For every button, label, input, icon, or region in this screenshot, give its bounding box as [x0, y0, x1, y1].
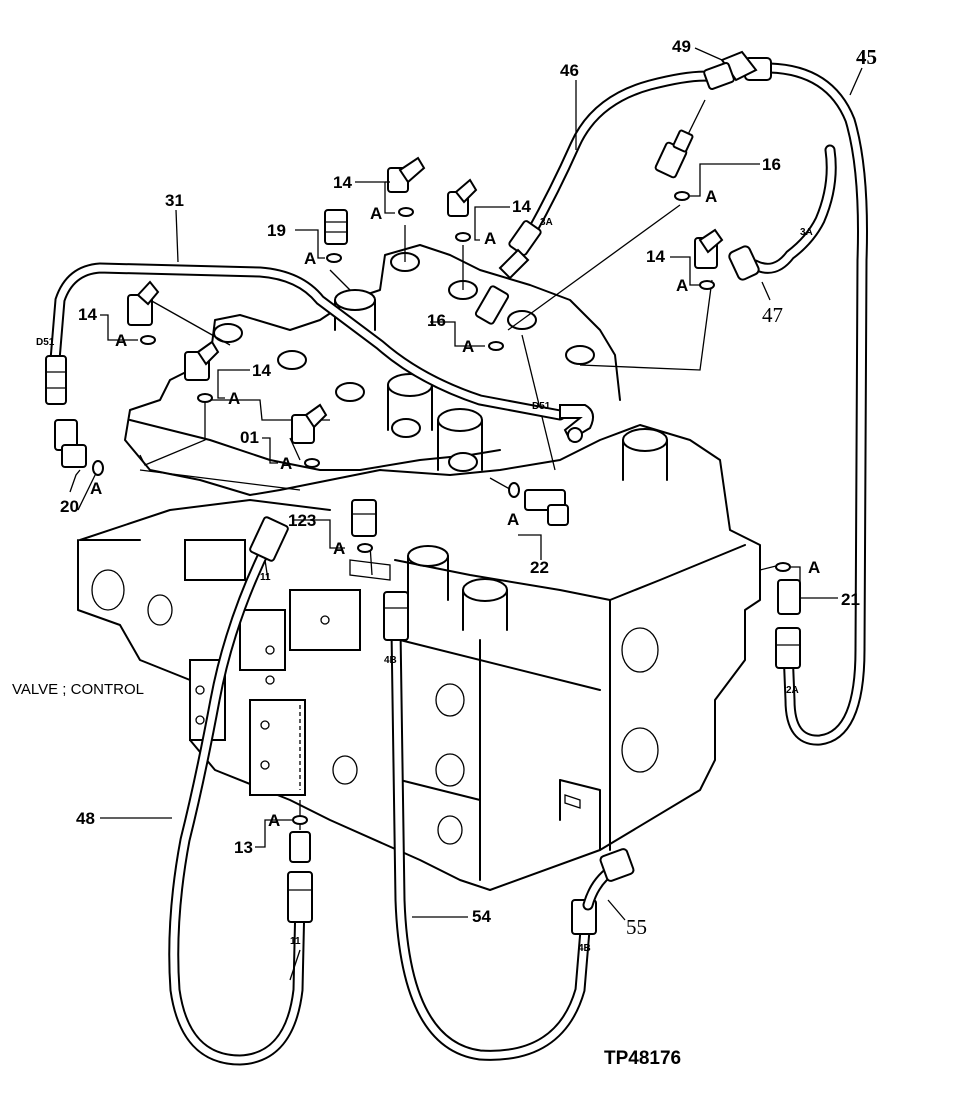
callout-14-right: 14 [646, 247, 665, 266]
control-valve-body [77, 244, 761, 891]
callout-47: 47 [762, 303, 783, 327]
callout-14-center: 14 [252, 361, 271, 380]
elbow-fitting-14-mid [447, 178, 478, 217]
hose-tag-11: 11 [260, 572, 271, 583]
drawing-reference-code: TP48176 [604, 1048, 681, 1069]
elbow-fitting-14-center [184, 340, 220, 381]
callout-16-right: 16 [762, 155, 781, 174]
seal-marker-labels: A A A A A A A A A A A A A A [90, 187, 820, 830]
o-ring-seals [92, 191, 791, 825]
callout-14-top: 14 [333, 173, 352, 192]
hose-tag-3a: 3A [800, 227, 813, 238]
seal-marker-a: A [115, 331, 127, 350]
fittings [54, 50, 801, 863]
adapter-fitting-13 [289, 831, 311, 863]
hose-48 [168, 516, 313, 1066]
callout-123: 123 [288, 511, 316, 530]
seal-marker-a: A [507, 510, 519, 529]
hose-tag-4b: 4B [384, 655, 397, 666]
elbow-fitting-14-top [387, 156, 426, 193]
elbow-fitting-49 [703, 50, 758, 90]
seal-marker-a: A [462, 337, 474, 356]
hose-tag-11: 11 [290, 936, 301, 947]
tee-fitting-22 [524, 489, 569, 526]
callout-49: 49 [672, 37, 691, 56]
elbow-fitting-01 [291, 403, 328, 444]
callout-14-mid: 14 [512, 197, 531, 216]
adapter-fitting-123 [351, 499, 377, 537]
elbow-fitting-14-left [127, 280, 160, 326]
hose-end-tags: 3A 3A D51 D51 2A 4B 4B 11 11 [36, 217, 813, 954]
seal-marker-a: A [90, 479, 102, 498]
callout-labels: 49 45 46 16 14 31 14 19 14 47 14 16 14 0… [60, 37, 877, 939]
callout-21: 21 [841, 590, 860, 609]
callout-14-left: 14 [78, 305, 97, 324]
seal-marker-a: A [808, 558, 820, 577]
callout-22: 22 [530, 558, 549, 577]
callout-16-center: 16 [427, 311, 446, 330]
hose-46 [498, 70, 726, 280]
hose-47 [728, 144, 837, 281]
callout-48: 48 [76, 809, 95, 828]
callout-19: 19 [267, 221, 286, 240]
hose-tag-d51: D51 [36, 337, 55, 348]
hose-45 [744, 57, 868, 746]
callout-55: 55 [626, 915, 647, 939]
seal-marker-a: A [304, 249, 316, 268]
elbow-fitting-20 [54, 419, 87, 468]
hose-tag-d51: D51 [532, 401, 551, 412]
adapter-fitting-16-right [654, 129, 694, 179]
callout-20: 20 [60, 497, 79, 516]
adapter-fitting-16-center [474, 285, 510, 325]
adapter-fitting-21 [777, 579, 801, 615]
callout-46: 46 [560, 61, 579, 80]
hose-54 [383, 591, 597, 1061]
seal-marker-a: A [705, 187, 717, 206]
elbow-fitting-14-right [694, 228, 724, 269]
callout-54: 54 [472, 907, 491, 926]
leader-lines [69, 47, 863, 981]
seal-marker-a: A [333, 539, 345, 558]
seal-marker-a: A [370, 204, 382, 223]
adapter-fitting-19 [324, 209, 348, 245]
component-caption: VALVE ; CONTROL [12, 681, 144, 698]
seal-marker-a: A [280, 454, 292, 473]
callout-31: 31 [165, 191, 184, 210]
hose-tag-3a: 3A [540, 217, 553, 228]
callout-13: 13 [234, 838, 253, 857]
seal-marker-a: A [228, 389, 240, 408]
callout-01: 01 [240, 428, 259, 447]
seal-marker-a: A [676, 276, 688, 295]
seal-marker-a: A [484, 229, 496, 248]
callout-45: 45 [856, 45, 877, 69]
hose-31 [45, 262, 595, 443]
hose-tag-2a: 2A [786, 685, 799, 696]
hose-tag-4b: 4B [578, 943, 591, 954]
seal-marker-a: A [268, 811, 280, 830]
hose-55 [582, 848, 635, 911]
